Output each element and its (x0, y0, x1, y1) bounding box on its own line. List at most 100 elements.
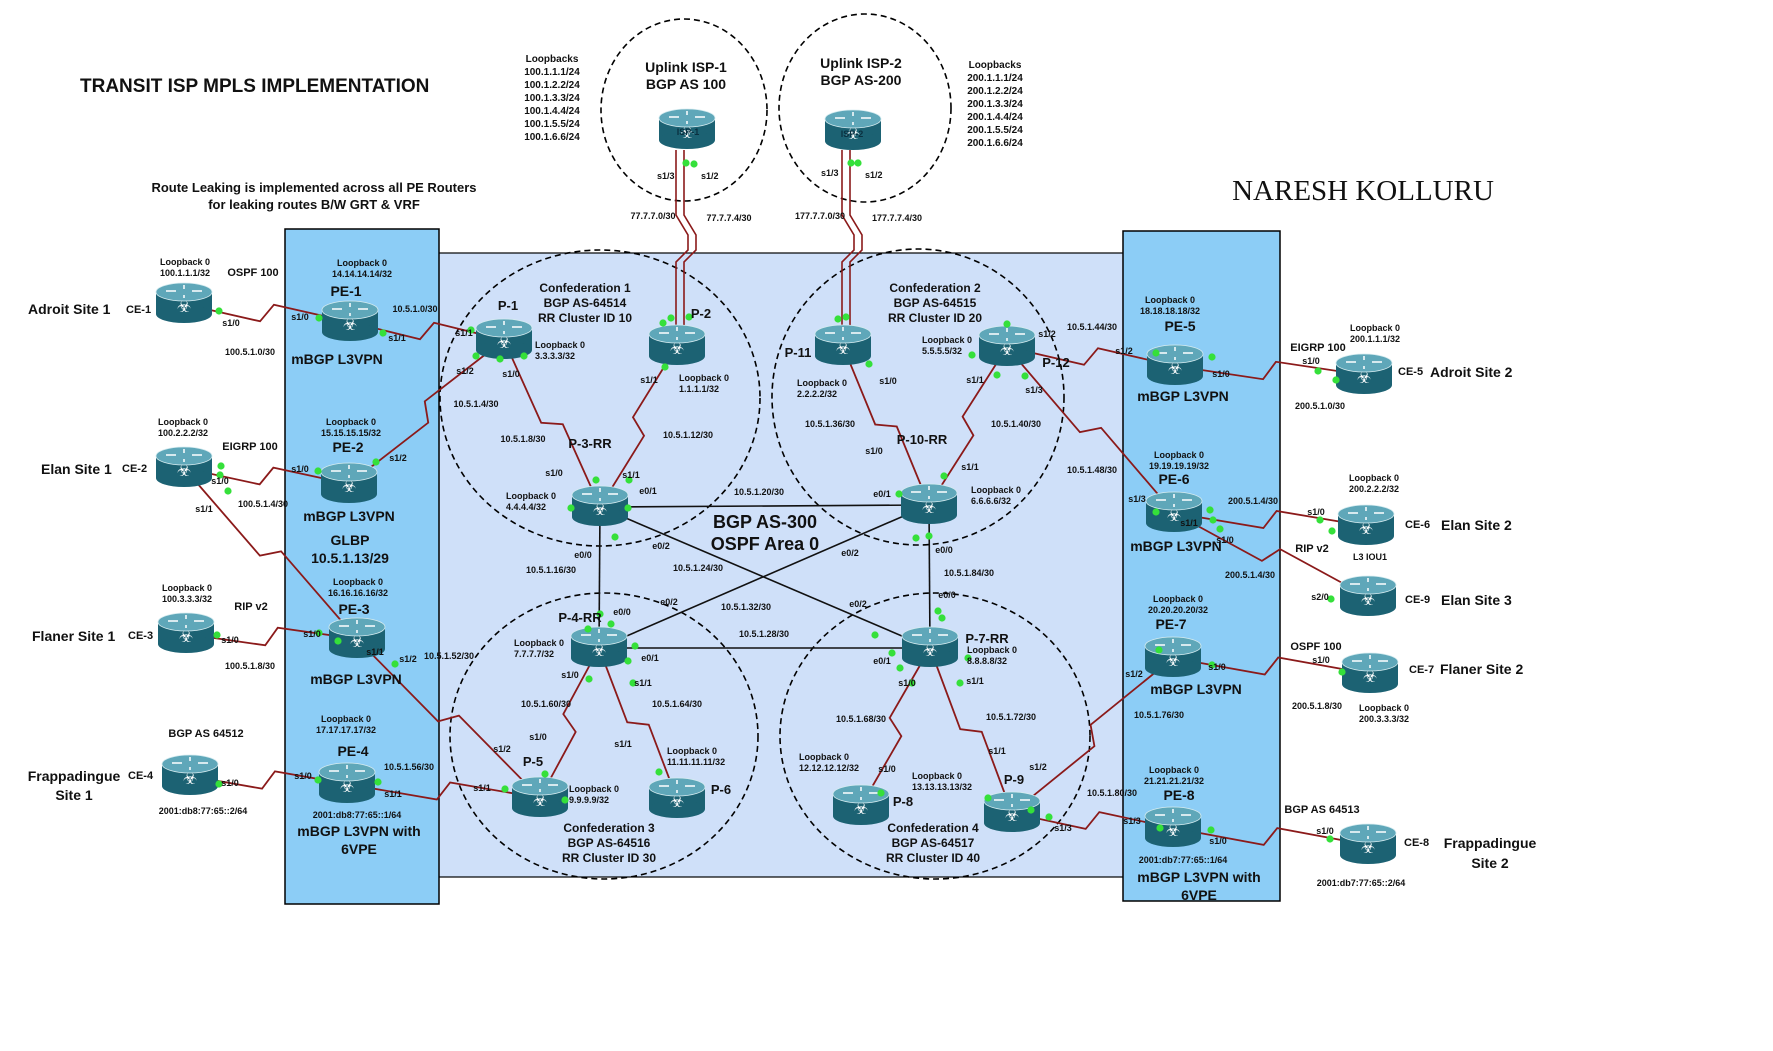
router-p-2-arrows (659, 327, 695, 340)
interface-label: s1/2 (1029, 762, 1047, 772)
router-ce-1[interactable]: ☣ (155, 282, 213, 323)
interface-label: s1/0 (1316, 826, 1334, 836)
subnet-label: 10.5.1.16/30 (526, 565, 576, 575)
pe-label: PE-3 (338, 601, 369, 617)
interface-label: s1/1 (366, 647, 384, 657)
router-isp-1[interactable]: ☣ (658, 108, 716, 149)
site-name: Elan Site 2 (1441, 517, 1512, 533)
router-p-6[interactable]: ☣ (648, 777, 706, 818)
link-pe4-p5 (346, 781, 541, 801)
router-ce-6[interactable]: ☣ (1337, 504, 1395, 545)
router-ce-9-top (1339, 575, 1397, 595)
interface-label: e0/1 (873, 656, 891, 666)
port-dot (661, 363, 669, 371)
router-pe-7[interactable]: ☣ (1144, 636, 1202, 677)
router-p-7-rr-base (902, 649, 958, 667)
router-ce-9[interactable]: ☣ (1339, 575, 1397, 616)
router-p-8-base (833, 807, 889, 825)
router-ce-7[interactable]: ☣ (1341, 652, 1399, 693)
loopback-label-line-2: 4.4.4.4/32 (506, 502, 546, 512)
interface-label: s1/0 (561, 670, 579, 680)
router-ce-3[interactable]: ☣ (157, 612, 215, 653)
ipv6-label: 2001:db8:77:65::2/64 (159, 806, 248, 816)
router-p-7-rr[interactable]: ☣ (901, 626, 959, 667)
router-ce-1-top (155, 282, 213, 302)
router-p-3-rr-base (572, 508, 628, 526)
port-dot (391, 660, 399, 668)
port-dot (908, 679, 916, 687)
port-dot (467, 326, 475, 334)
port-dot (1021, 372, 1029, 380)
pe-label: PE-2 (332, 439, 363, 455)
port-dot (596, 610, 604, 618)
loopback-label-line-2: 6.6.6.6/32 (971, 496, 1011, 506)
router-p-8[interactable]: ☣ (832, 784, 890, 825)
router-pe-8-top (1144, 806, 1202, 826)
interface-label: s1/0 (502, 369, 520, 379)
ce-name: CE-4 (128, 770, 154, 782)
router-p-11-base (815, 347, 871, 365)
port-dot (584, 625, 592, 633)
router-p-10-rr-arrows (911, 486, 947, 499)
confed2-label-line-2: BGP AS-64515 (894, 296, 977, 310)
router-ce-5[interactable]: ☣ (1335, 353, 1393, 394)
loopback-label-line-2: 15.15.15.15/32 (321, 428, 381, 438)
confed4-label-line-2: BGP AS-64517 (892, 836, 975, 850)
router-pe-2[interactable]: ☣ (320, 462, 378, 503)
router-pe-5-top (1146, 344, 1204, 364)
router-p-3-rr[interactable]: ☣ (571, 485, 629, 526)
interface-label: e0/2 (849, 599, 867, 609)
router-ce-4[interactable]: ☣ (161, 754, 219, 795)
loopback-label-line-2: 13.13.13.13/32 (912, 782, 972, 792)
port-dot (1328, 527, 1336, 535)
interface-label: s1/1 (634, 678, 652, 688)
subnet-label: 10.5.1.28/30 (739, 629, 789, 639)
port-dot (1027, 806, 1035, 814)
router-p-4-rr[interactable]: ☣ (570, 626, 628, 667)
router-p-5-arrows (522, 779, 558, 792)
port-dot (854, 159, 862, 167)
router-ce-4-arrows (172, 757, 208, 770)
link-p10-p7 (928, 504, 931, 649)
interface-label: s1/1 (622, 470, 640, 480)
protocol-label: BGP AS 64512 (168, 728, 243, 740)
router-p-5[interactable]: ☣ (511, 776, 569, 817)
port-dot (934, 607, 942, 615)
port-dot (372, 458, 380, 466)
biohazard-icon: ☣ (343, 317, 357, 334)
glbp-label-line-2: 10.5.1.13/29 (311, 550, 389, 566)
ce-name: CE-2 (122, 463, 147, 475)
router-pe-8[interactable]: ☣ (1144, 806, 1202, 847)
router-pe-1[interactable]: ☣ (321, 300, 379, 341)
router-p-10-rr[interactable]: ☣ (900, 483, 958, 524)
router-pe-4[interactable]: ☣ (318, 762, 376, 803)
router-p-4-rr-arrows (581, 629, 617, 642)
p-label: P-7-RR (965, 631, 1009, 646)
loopback-label-line-2: 1.1.1.1/32 (679, 384, 719, 394)
router-ce-8[interactable]: ☣ (1339, 823, 1397, 864)
router-ce-2[interactable]: ☣ (155, 446, 213, 487)
interface-label: s1/2 (399, 654, 417, 664)
router-isp-2[interactable]: ☣ (824, 109, 882, 150)
router-ce-5-base (1336, 376, 1392, 394)
router-p-1[interactable]: ☣ (475, 318, 533, 359)
router-p-9[interactable]: ☣ (983, 791, 1041, 832)
router-p-12[interactable]: ☣ (978, 325, 1036, 366)
subnet-label: 10.5.1.60/30 (521, 699, 571, 709)
biohazard-icon: ☣ (670, 794, 684, 811)
isp2-loopbacks-line-2: 200.1.1.1/24 (967, 73, 1023, 84)
biohazard-icon: ☣ (680, 125, 694, 142)
port-dot (888, 649, 896, 657)
router-pe-3[interactable]: ☣ (328, 617, 386, 658)
pe-role-label: mBGP L3VPN (310, 671, 402, 687)
router-pe-5[interactable]: ☣ (1146, 344, 1204, 385)
router-p-11[interactable]: ☣ (814, 324, 872, 365)
subnet-label: 100.5.1.0/30 (225, 347, 275, 357)
loopback-label-line-1: Loopback 0 (922, 335, 972, 345)
router-p-2[interactable]: ☣ (648, 324, 706, 365)
port-dot (567, 504, 575, 512)
router-pe-6[interactable]: ☣ (1145, 491, 1203, 532)
site-name: Adroit Site 2 (1430, 364, 1513, 380)
site-name-line-1: Frappadingue (1444, 835, 1537, 851)
port-dot (834, 315, 842, 323)
